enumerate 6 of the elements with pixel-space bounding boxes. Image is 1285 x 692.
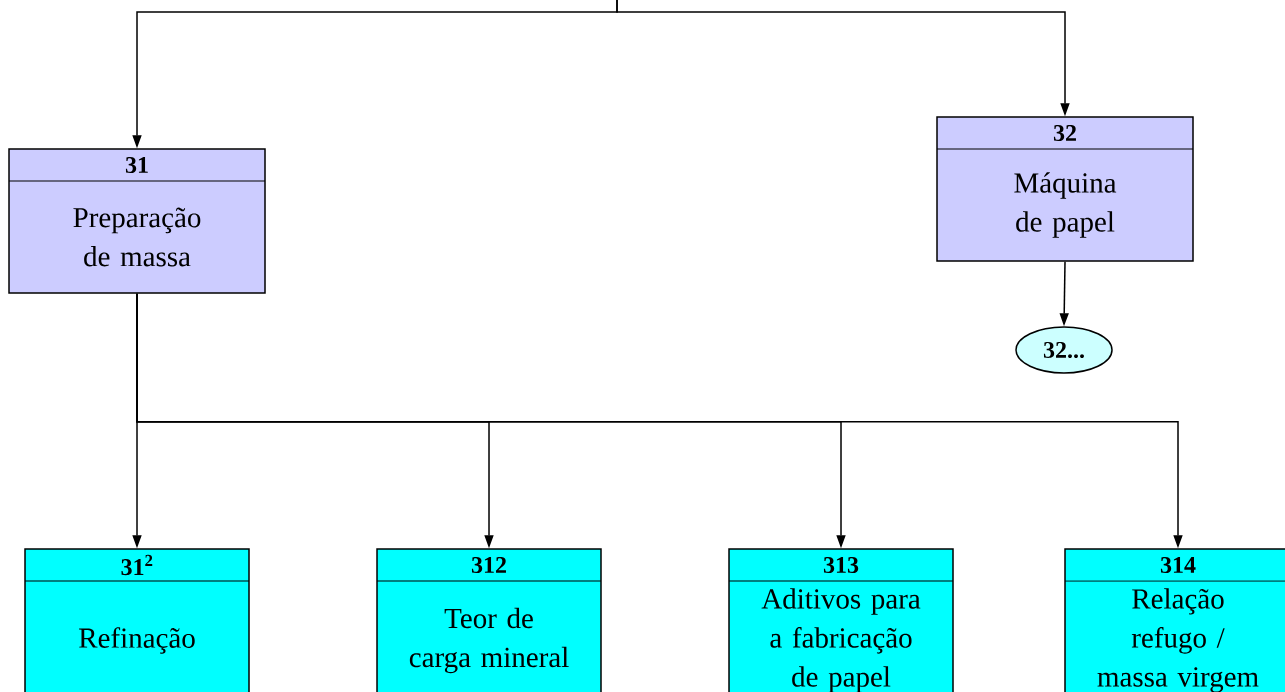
process-box: 313 Aditivos para a fabricação de papel (728, 548, 954, 692)
process-box: 314 Relação refugo / massa virgem (1064, 548, 1285, 692)
process-box: 31$^{2}$ Refinação (24, 548, 250, 692)
process-box: 32 Máquina de papel (936, 116, 1194, 262)
process-box: 312 Teor de carga mineral (376, 548, 602, 692)
process-box: 31 Preparação de massa (8, 148, 266, 294)
